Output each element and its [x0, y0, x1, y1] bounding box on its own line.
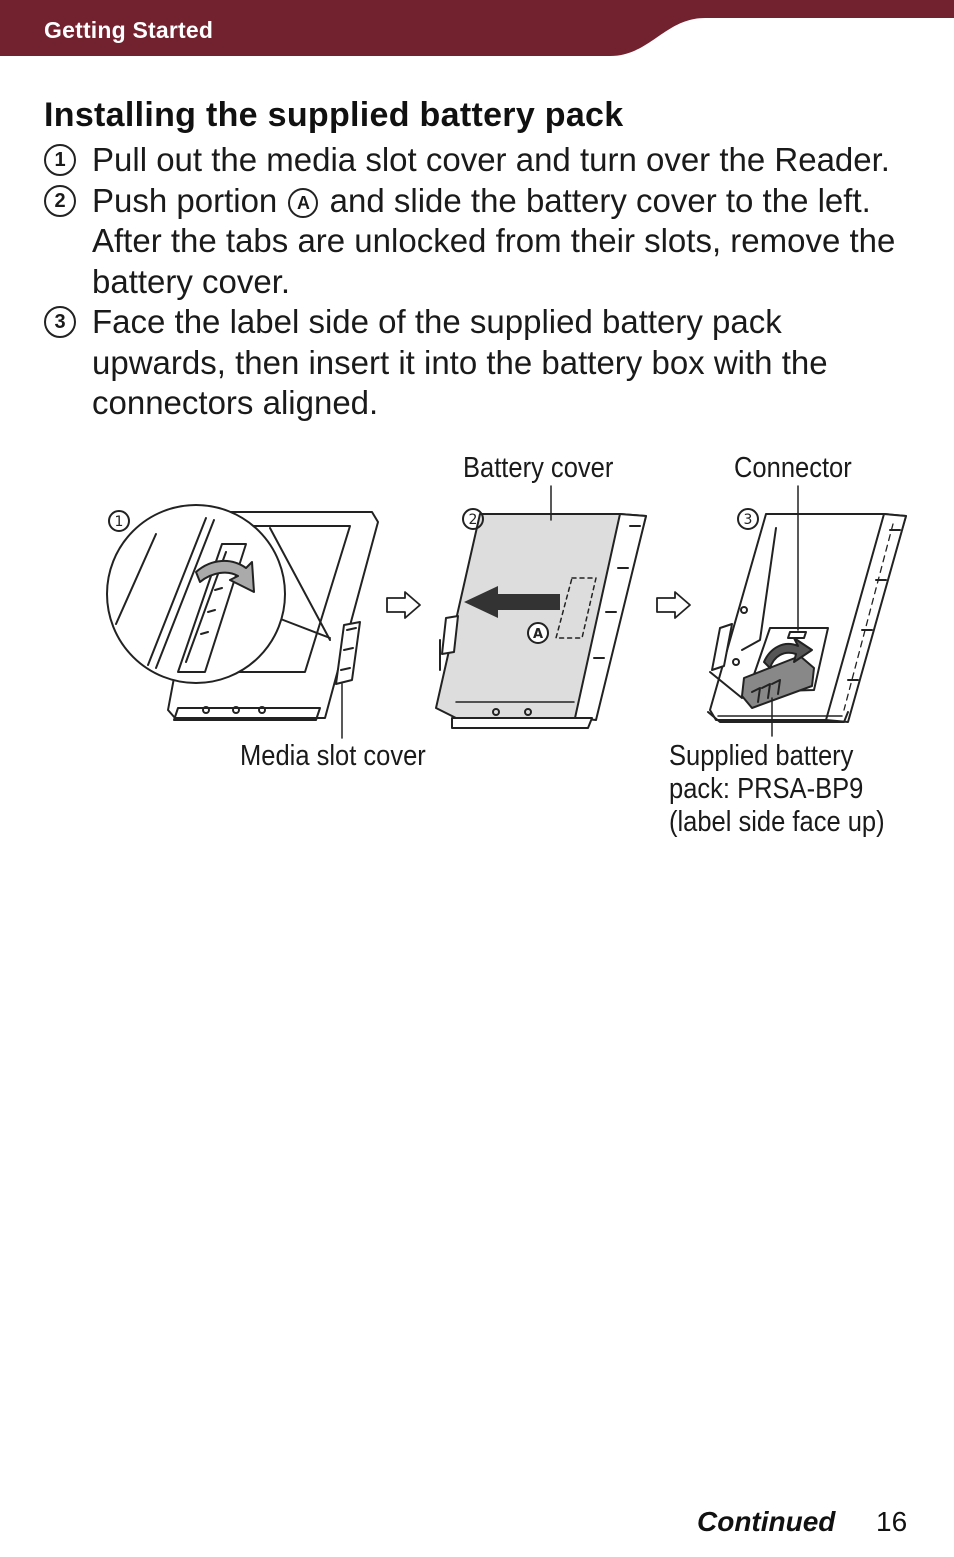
page-header: Getting Started: [0, 0, 954, 58]
panel-number-2: 2: [469, 512, 478, 528]
step-number-2: 2: [44, 184, 76, 217]
label-battery-pack-line-2: pack: PRSA-BP9: [669, 773, 864, 805]
step-2: 2 Push portion A and slide the battery c…: [44, 181, 924, 303]
step-2-text-pre: Push portion: [92, 181, 278, 219]
section-title: Installing the supplied battery pack: [44, 96, 624, 134]
step-1: 1 Pull out the media slot cover and turn…: [44, 140, 924, 181]
step-number-3: 3: [44, 306, 76, 338]
step-3: 3 Face the label side of the supplied ba…: [44, 302, 924, 424]
page-number: 16: [876, 1506, 908, 1537]
panel-number-3: 3: [744, 512, 753, 528]
panel-1-zoom-circle: [106, 504, 331, 684]
portion-a-figure-marker: A: [533, 627, 543, 642]
step-number-1: 1: [44, 144, 76, 176]
step-1-text: Pull out the media slot cover and turn o…: [92, 141, 890, 178]
portion-a-marker: A: [288, 187, 319, 218]
illustration-drawing: 1 A 2: [106, 485, 907, 739]
step-list: 1 Pull out the media slot cover and turn…: [44, 140, 924, 424]
step-2-text-post: and slide the battery cover to the left.…: [92, 181, 896, 300]
header-band: [0, 0, 954, 56]
label-media-slot-cover: Media slot cover: [240, 740, 426, 772]
panel-number-1: 1: [115, 514, 124, 530]
label-battery-cover: Battery cover: [463, 452, 614, 484]
battery-install-illustration: 1 A 2: [0, 440, 954, 860]
step-arrow-1: [386, 591, 421, 619]
label-battery-pack-line-3: (label side face up): [669, 806, 885, 838]
label-connector: Connector: [734, 452, 852, 484]
step-3-text: Face the label side of the supplied batt…: [92, 303, 828, 421]
step-arrow-2: [656, 591, 691, 619]
label-battery-pack-line-1: Supplied battery: [669, 740, 854, 772]
panel-3-battery-box: [707, 485, 907, 737]
panel-2-reader-back: A: [435, 485, 647, 729]
header-title: Getting Started: [44, 17, 214, 43]
continued-label: Continued: [697, 1506, 836, 1537]
